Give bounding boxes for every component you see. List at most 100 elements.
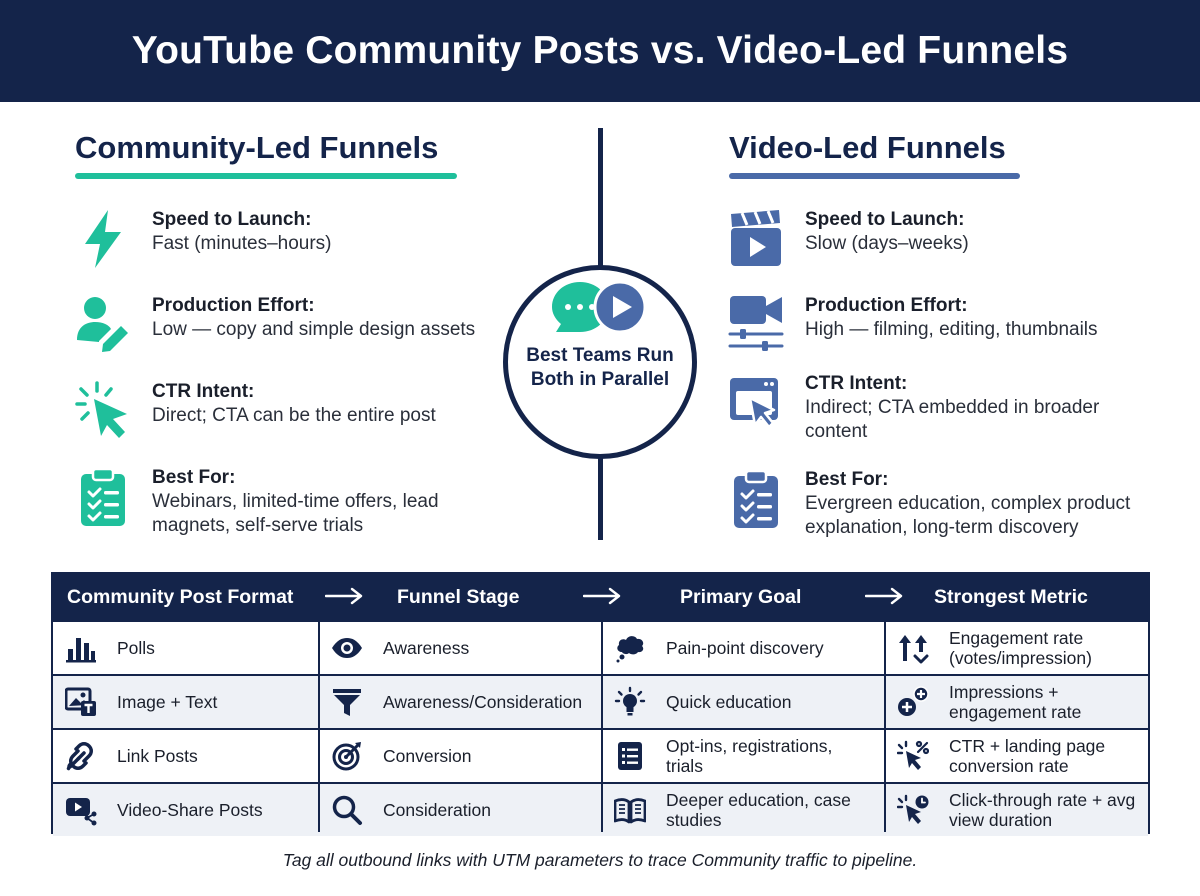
cell-text: Awareness/Consideration	[383, 692, 583, 712]
goal-cell: Opt-ins, registrations, trials	[602, 730, 885, 782]
center-badge: Best Teams Run Both in Parallel	[503, 265, 697, 459]
user-edit-icon	[77, 297, 128, 352]
left-feature-speed: Speed to Launch: Fast (minutes–hours)	[75, 208, 515, 288]
funnel-icon	[333, 689, 361, 716]
stage-cell: Consideration	[319, 784, 602, 836]
feature-label: Speed to Launch:	[152, 209, 312, 230]
header-metric: Strongest Metric	[934, 586, 1088, 608]
page-title: YouTube Community Posts vs. Video-Led Fu…	[131, 29, 1069, 72]
cell-text: Awareness	[383, 638, 470, 658]
table-row: Link Posts Conversion Opt-ins, registrat…	[53, 728, 1148, 782]
cell-text: Impressions + engagement rate	[949, 682, 1082, 722]
feature-value: High — filming, editing, thumbnails	[805, 319, 1098, 340]
format-cell: Image + Text	[53, 676, 319, 728]
chat-play-icon	[552, 280, 647, 334]
video-share-icon	[66, 798, 97, 826]
feature-value: Evergreen education, complex product exp…	[805, 493, 1131, 538]
feature-label: Speed to Launch:	[805, 209, 965, 230]
cursor-click-icon	[75, 381, 127, 438]
metric-cell: CTR + landing page conversion rate	[885, 730, 1148, 782]
left-feature-ctr: CTR Intent: Direct; CTA can be the entir…	[75, 380, 515, 460]
open-book-icon	[614, 798, 646, 824]
table-row: Image + Text Awareness/Consideration Qui…	[53, 674, 1148, 728]
cell-text: Opt-ins, registrations, trials	[666, 736, 833, 776]
eye-icon	[332, 638, 362, 658]
feature-value: Fast (minutes–hours)	[152, 233, 332, 254]
cell-text: Engagement rate (votes/impression)	[949, 628, 1092, 668]
title-banner: YouTube Community Posts vs. Video-Led Fu…	[0, 0, 1200, 102]
feature-label: Production Effort:	[152, 295, 315, 316]
column-divider	[318, 620, 320, 832]
cell-text: Click-through rate + avg view duration	[949, 790, 1136, 830]
video-camera-icon	[728, 296, 784, 351]
format-cell: Video-Share Posts	[53, 784, 319, 836]
cell-text: Link Posts	[117, 746, 198, 766]
image-text-icon	[65, 687, 96, 716]
right-column-title: Video-Led Funnels	[729, 130, 1006, 165]
format-table: Community Post Format Funnel Stage Prima…	[51, 572, 1150, 836]
cell-text: CTR + landing page conversion rate	[949, 736, 1106, 776]
arrow-right-icon	[865, 586, 905, 606]
cell-text: Polls	[117, 638, 155, 658]
cell-text: Image + Text	[117, 692, 218, 712]
feature-value: Direct; CTA can be the entire post	[152, 405, 436, 426]
header-format: Community Post Format	[67, 586, 294, 608]
cell-text: Conversion	[383, 746, 472, 766]
up-down-arrows-icon	[899, 635, 929, 664]
feature-value: Indirect; CTA embedded in broader conten…	[805, 397, 1100, 442]
feature-label: CTR Intent:	[805, 373, 908, 394]
clapperboard-icon	[731, 210, 781, 266]
list-icon	[618, 742, 642, 770]
format-cell: Link Posts	[53, 730, 319, 782]
right-feature-best-for: Best For: Evergreen education, complex p…	[728, 468, 1168, 548]
table-row: Polls Awareness Pain-point discovery Eng…	[53, 620, 1148, 674]
feature-value: Slow (days–weeks)	[805, 233, 969, 254]
header-goal: Primary Goal	[680, 586, 802, 608]
metric-cell: Engagement rate (votes/impression)	[885, 622, 1148, 674]
right-feature-effort: Production Effort: High — filming, editi…	[728, 294, 1168, 374]
center-text: Best Teams Run Both in Parallel	[526, 345, 674, 390]
right-feature-speed: Speed to Launch: Slow (days–weeks)	[728, 208, 1168, 288]
cell-text: Pain-point discovery	[666, 638, 824, 658]
clipboard-icon	[75, 466, 131, 528]
column-divider	[884, 620, 886, 832]
arrow-right-icon	[583, 586, 623, 606]
feature-label: Best For:	[805, 469, 889, 490]
cell-text: Deeper education, case studies	[666, 790, 851, 830]
link-icon	[66, 742, 93, 771]
left-feature-effort: Production Effort: Low — copy and simple…	[75, 294, 515, 374]
table-header: Community Post Format Funnel Stage Prima…	[53, 574, 1148, 620]
cursor-clock-icon	[897, 794, 929, 824]
feature-value: Low — copy and simple design assets	[152, 319, 476, 340]
stage-cell: Conversion	[319, 730, 602, 782]
goal-cell: Deeper education, case studies	[602, 784, 885, 836]
left-column-title: Community-Led Funnels	[75, 130, 439, 165]
metric-cell: Click-through rate + avg view duration	[885, 784, 1148, 836]
feature-label: Production Effort:	[805, 295, 968, 316]
cell-text: Quick education	[666, 692, 792, 712]
browser-cursor-icon	[730, 378, 778, 429]
lightning-icon	[85, 210, 121, 268]
plus-circles-icon	[898, 686, 929, 716]
metric-cell: Impressions + engagement rate	[885, 676, 1148, 728]
column-divider	[601, 620, 603, 832]
left-feature-best-for: Best For: Webinars, limited-time offers,…	[75, 466, 515, 546]
feature-value: Webinars, limited-time offers, lead magn…	[152, 491, 439, 536]
divider-top	[598, 128, 603, 268]
cell-text: Consideration	[383, 800, 491, 820]
left-title-underline	[75, 173, 457, 179]
arrow-right-icon	[325, 586, 365, 606]
stage-cell: Awareness/Consideration	[319, 676, 602, 728]
target-icon	[332, 742, 361, 771]
clipboard-icon	[728, 468, 784, 530]
thought-cloud-icon	[616, 636, 644, 663]
bar-chart-icon	[66, 638, 96, 663]
table-row: Video-Share Posts Consideration Deeper e…	[53, 782, 1148, 836]
right-title-underline	[729, 173, 1020, 179]
header-stage: Funnel Stage	[397, 586, 520, 608]
cursor-percent-icon	[897, 740, 929, 770]
goal-cell: Quick education	[602, 676, 885, 728]
stage-cell: Awareness	[319, 622, 602, 674]
magnifier-icon	[332, 795, 362, 825]
feature-label: Best For:	[152, 467, 236, 488]
